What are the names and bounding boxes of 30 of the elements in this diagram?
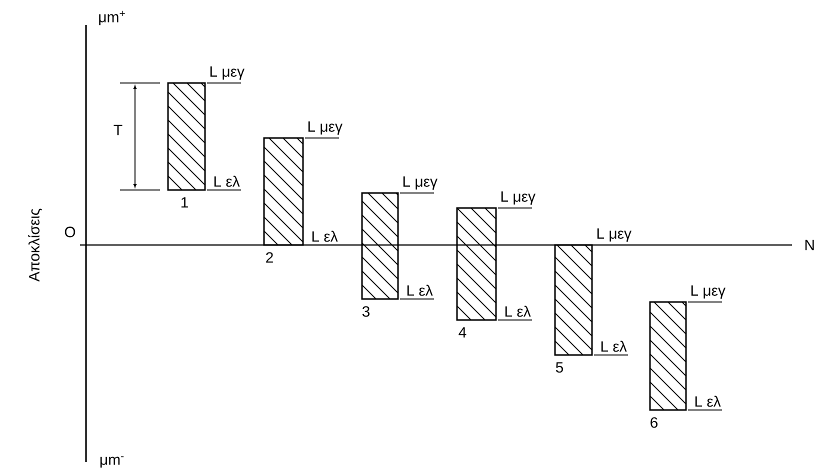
axis-unit: μm$^{-}$	[100, 456, 124, 468]
box-number: 6	[650, 417, 658, 428]
box-number: 5	[556, 362, 564, 373]
hatched-box	[456, 207, 497, 321]
limit-label: L ελ	[407, 284, 433, 296]
limit-label: L μεγ	[308, 121, 342, 135]
hatched-box	[361, 192, 399, 300]
hatched-box	[554, 244, 593, 356]
hatched-box	[263, 137, 304, 246]
box-number: 1	[181, 197, 188, 208]
limit-label: L ελ	[601, 340, 627, 352]
box-number: 4	[458, 327, 466, 338]
limit-label: L μεγ	[403, 176, 438, 190]
axis-label: N	[805, 240, 814, 250]
limit-label: L ελ	[505, 306, 531, 317]
limit-label: L μεγ	[691, 285, 726, 299]
axis-unit: μm$^{+}$	[99, 10, 125, 26]
hatched-box	[167, 82, 206, 191]
box-number: 2	[266, 252, 273, 263]
origin-label: O	[64, 226, 76, 238]
limit-label: L μεγ	[597, 228, 632, 242]
limit-label: L ελ	[695, 396, 721, 407]
hatched-box	[649, 301, 687, 411]
limit-label: L μεγ	[210, 66, 244, 80]
box-number: 3	[362, 306, 370, 317]
limit-label: L ελ	[214, 176, 240, 187]
dimension-label: T	[114, 124, 122, 136]
limit-label: L ελ	[312, 230, 338, 242]
limit-label: L μεγ	[501, 191, 536, 205]
axis-title: Αποκλίσεις	[28, 208, 42, 282]
